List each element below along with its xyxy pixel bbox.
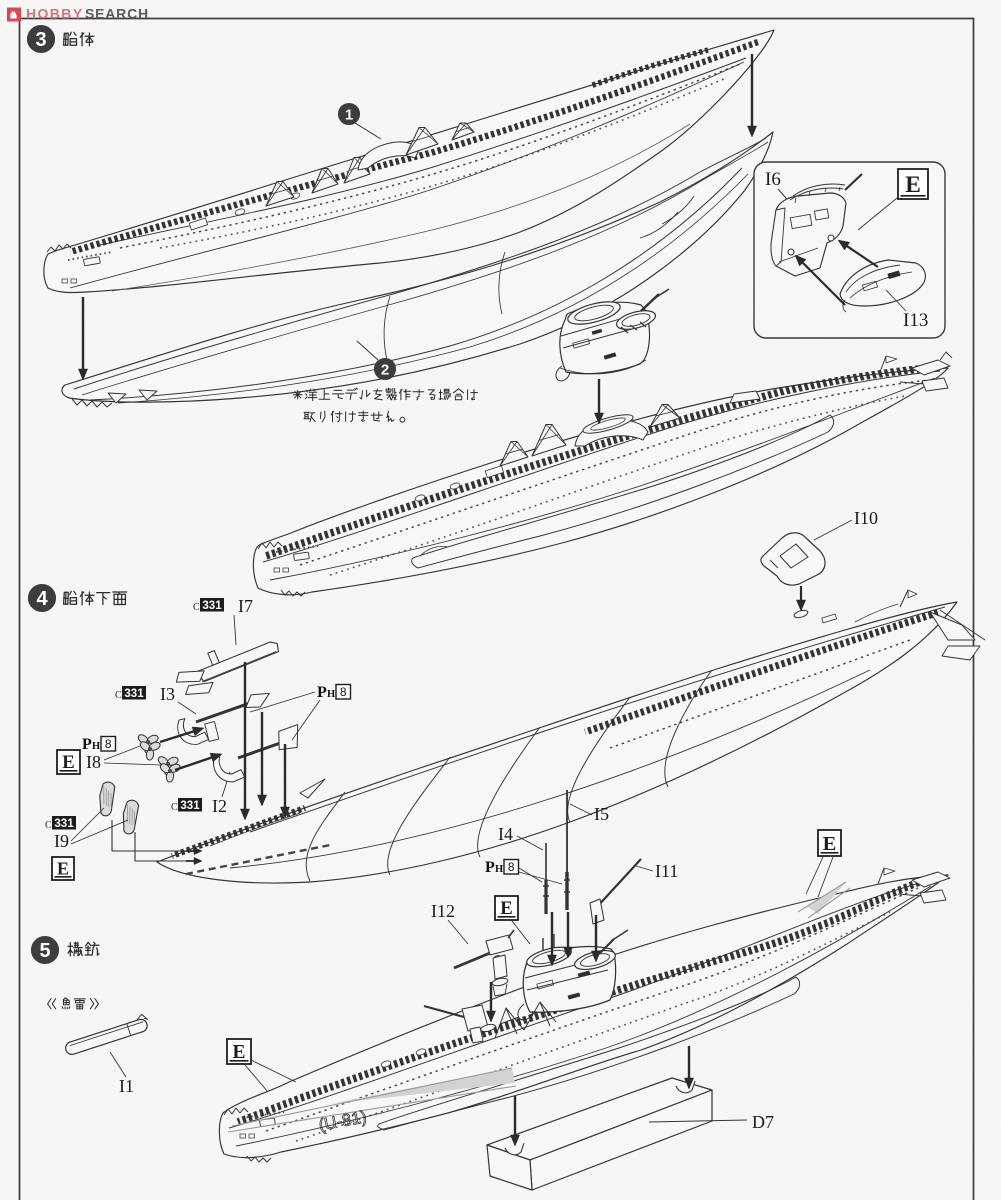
svg-text:P: P bbox=[485, 859, 495, 876]
svg-text:I4: I4 bbox=[498, 824, 513, 844]
svg-text:C: C bbox=[45, 820, 52, 831]
svg-text:E: E bbox=[62, 752, 74, 773]
svg-text:I13: I13 bbox=[903, 310, 928, 331]
svg-text:SEARCH: SEARCH bbox=[85, 6, 149, 22]
svg-text:I2: I2 bbox=[212, 796, 227, 816]
svg-text:I8: I8 bbox=[86, 752, 101, 772]
svg-text:E: E bbox=[232, 1042, 245, 1063]
svg-text:3: 3 bbox=[35, 29, 46, 51]
svg-text:4: 4 bbox=[36, 588, 48, 610]
svg-text:E: E bbox=[823, 833, 837, 855]
svg-text:E: E bbox=[500, 898, 512, 919]
svg-text:H: H bbox=[327, 689, 335, 700]
svg-text:I5: I5 bbox=[594, 804, 609, 824]
svg-text:HOBBY: HOBBY bbox=[26, 6, 84, 22]
svg-text:8: 8 bbox=[105, 737, 112, 751]
svg-text:I1: I1 bbox=[119, 1076, 134, 1096]
svg-text:I7: I7 bbox=[238, 596, 253, 616]
svg-text:I9: I9 bbox=[54, 831, 69, 851]
svg-text:C: C bbox=[171, 802, 178, 813]
svg-text:I6: I6 bbox=[765, 169, 781, 190]
svg-text:1: 1 bbox=[345, 106, 353, 123]
svg-text:331: 331 bbox=[202, 600, 222, 612]
svg-text:8: 8 bbox=[340, 685, 347, 699]
svg-text:E: E bbox=[905, 172, 921, 198]
svg-text:E: E bbox=[57, 858, 69, 878]
svg-text:P: P bbox=[317, 684, 327, 701]
svg-text:H: H bbox=[495, 864, 503, 875]
svg-text:D7: D7 bbox=[752, 1112, 774, 1132]
svg-text:P: P bbox=[82, 736, 92, 753]
svg-text:I10: I10 bbox=[854, 508, 878, 528]
svg-text:2: 2 bbox=[381, 361, 389, 378]
svg-text:I11: I11 bbox=[655, 861, 678, 881]
svg-text:I3: I3 bbox=[160, 684, 175, 704]
svg-text:8: 8 bbox=[508, 860, 515, 874]
svg-text:331: 331 bbox=[180, 800, 200, 812]
svg-text:331: 331 bbox=[54, 818, 74, 830]
svg-text:C: C bbox=[115, 690, 122, 701]
svg-text:I12: I12 bbox=[431, 901, 455, 921]
svg-text:331: 331 bbox=[124, 688, 144, 700]
svg-text:H: H bbox=[92, 741, 100, 752]
svg-text:C: C bbox=[193, 602, 200, 613]
svg-text:5: 5 bbox=[39, 940, 50, 962]
